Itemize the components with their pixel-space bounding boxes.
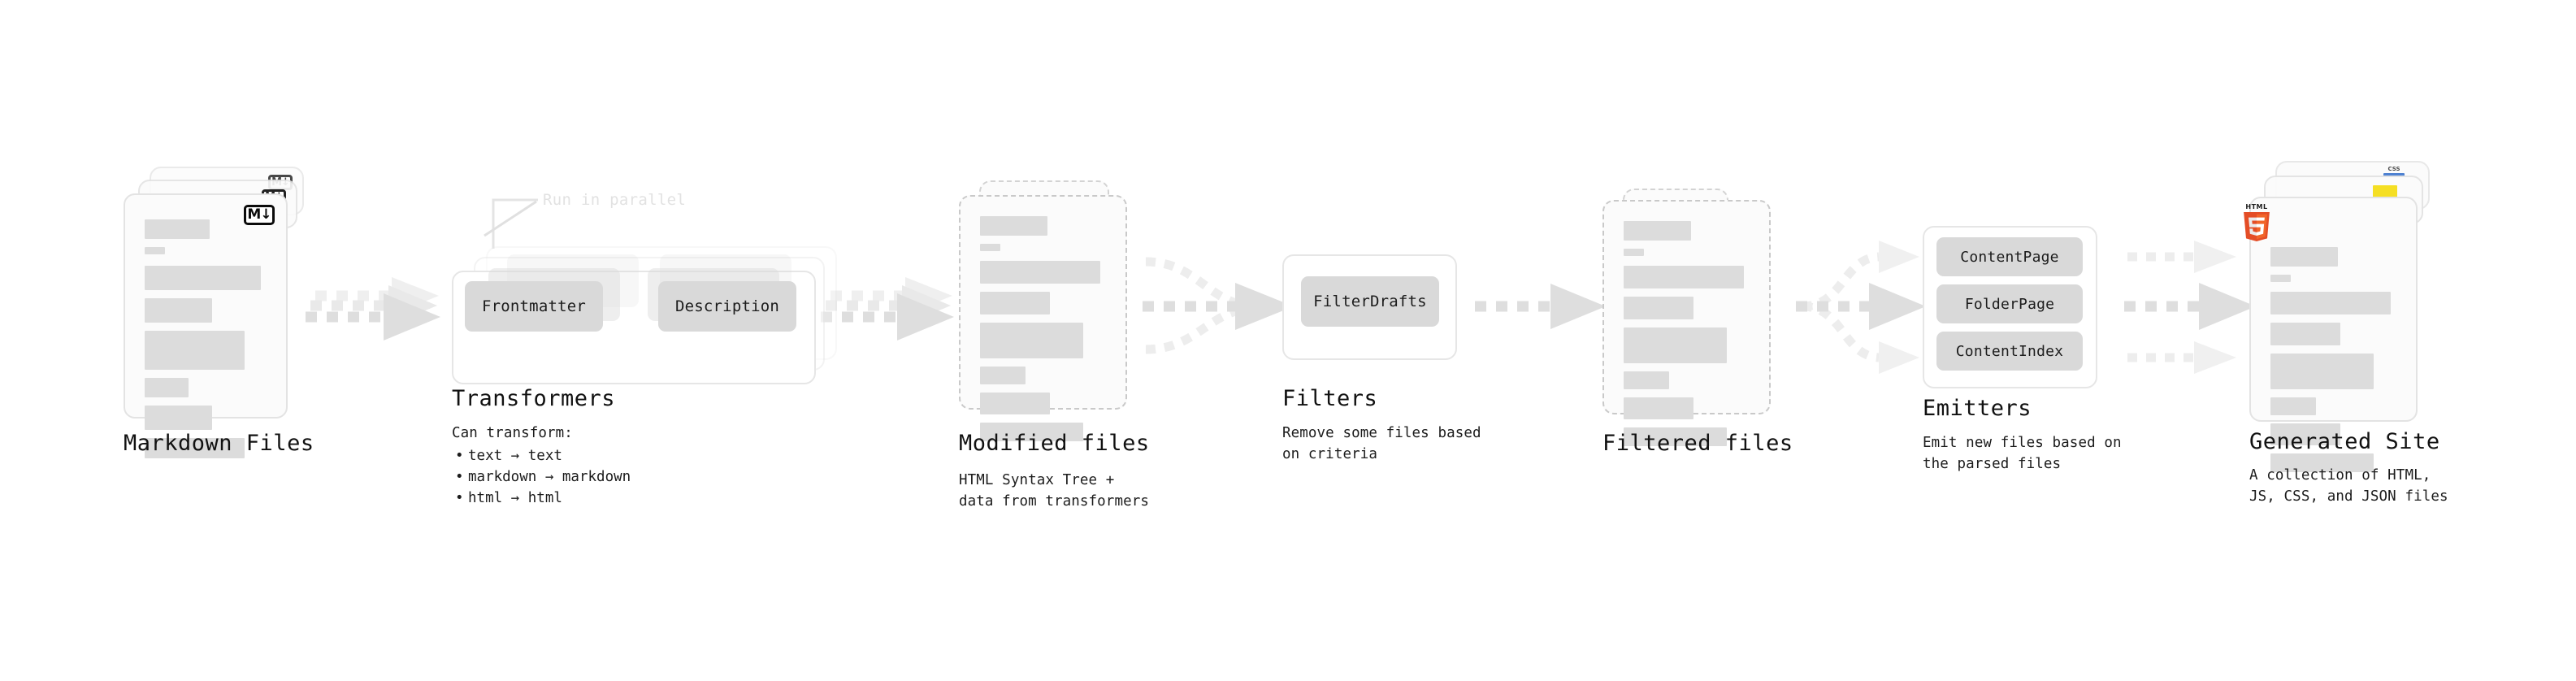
caption-filters: Filters [1282, 386, 1378, 411]
connector-filtered-to-emitters [1796, 241, 1926, 374]
connector-markdown-to-transformers [306, 277, 440, 340]
emitters-sub-line-2: the parsed files [1923, 456, 2062, 472]
filtered-doc-skeleton [1624, 221, 1753, 454]
pill-description[interactable]: Description [658, 281, 796, 332]
transform-item: •text → text [455, 448, 562, 464]
skeleton-bar [980, 292, 1050, 314]
skeleton-bar [2270, 275, 2292, 282]
stage-filtered-files [1602, 189, 1789, 446]
modified-files-sub-line-2: data from transformers [959, 493, 1149, 510]
skeleton-bar [1624, 249, 1645, 256]
skeleton-bar [1624, 397, 1693, 419]
skeleton-bar [145, 438, 245, 458]
pill-frontmatter[interactable]: Frontmatter [465, 281, 603, 332]
skeleton-bar [2270, 323, 2340, 345]
modified-doc-skeleton [980, 216, 1109, 449]
modified-doc-front [959, 195, 1127, 441]
html5-icon: HTML [2240, 204, 2274, 243]
skeleton-bar [145, 298, 213, 323]
skeleton-bar [980, 216, 1047, 236]
stage-markdown-files: M↓ M↓ M↓ [124, 167, 310, 458]
javascript-icon [2373, 185, 2397, 200]
css-label: CSS [2387, 166, 2400, 172]
markdown-icon: M↓ [244, 205, 275, 225]
pill-contentindex[interactable]: ContentIndex [1936, 332, 2083, 371]
caption-markdown-files: Markdown Files [124, 431, 314, 456]
caption-filtered-files: Filtered files [1602, 431, 1793, 456]
modified-files-sub-line-1: HTML Syntax Tree + [959, 472, 1115, 488]
css3-icon: CSS [2383, 167, 2405, 176]
skeleton-bar [2270, 453, 2374, 472]
skeleton-bar [2270, 354, 2374, 389]
skeleton-bar [2270, 292, 2391, 314]
generated-site-sub-line-2: JS, CSS, and JSON files [2249, 488, 2448, 505]
stage-modified-files [959, 180, 1146, 441]
transformers-sub-intro: Can transform: [452, 425, 573, 441]
filters-sub-line-2: on criteria [1282, 446, 1377, 462]
skeleton-bar [1624, 327, 1728, 363]
filtered-file-stack [1602, 189, 1789, 446]
skeleton-bar [145, 266, 262, 290]
skeleton-bar [980, 423, 1084, 441]
skeleton-bar [980, 393, 1050, 414]
skeleton-bar [1624, 266, 1744, 288]
connector-transformers-to-modified [821, 277, 954, 340]
skeleton-bar [145, 331, 245, 370]
html5-shield-icon [2244, 212, 2270, 241]
skeleton-bar [2270, 397, 2316, 415]
caption-generated-site: Generated Site [2249, 429, 2440, 454]
pill-filterdrafts[interactable]: FilterDrafts [1301, 276, 1439, 327]
skeleton-bar [1624, 221, 1691, 241]
modified-file-stack [959, 180, 1146, 441]
html5-label: HTML [2245, 203, 2268, 210]
transform-item: •markdown → markdown [455, 469, 631, 485]
transform-item: •html → html [455, 490, 562, 506]
pill-folderpage[interactable]: FolderPage [1936, 284, 2083, 323]
skeleton-bar [1624, 297, 1693, 319]
generated-doc-html: HTML [2244, 197, 2418, 472]
generated-doc-skeleton [2270, 247, 2400, 480]
skeleton-bar [2270, 423, 2340, 445]
emitters-sub-line-1: Emit new files based on [1923, 435, 2122, 451]
skeleton-bar [1624, 427, 1728, 446]
caption-transformers: Transformers [452, 386, 616, 411]
skeleton-bar [1624, 371, 1669, 389]
connector-modified-to-filters [1143, 257, 1294, 354]
stage-generated-site: CSS HTML [2244, 161, 2436, 472]
skeleton-bar [145, 378, 189, 397]
caption-emitters: Emitters [1923, 396, 2032, 421]
css-underline [2383, 173, 2405, 176]
skeleton-bar [980, 244, 1001, 251]
skeleton-bar [145, 406, 213, 430]
run-in-parallel-leader [484, 198, 538, 249]
transformers-transform-list: •text → text •markdown → markdown •html … [455, 445, 631, 509]
markdown-file-stack: M↓ M↓ M↓ [124, 167, 310, 458]
filtered-doc-front [1602, 200, 1771, 446]
markdown-doc-front: M↓ [124, 193, 288, 458]
skeleton-bar [145, 247, 165, 254]
skeleton-bar [2270, 247, 2338, 267]
skeleton-bar [980, 367, 1026, 384]
skeleton-bar [145, 219, 210, 239]
pill-contentpage[interactable]: ContentPage [1936, 237, 2083, 276]
skeleton-bar [980, 261, 1100, 284]
caption-modified-files: Modified files [959, 431, 1150, 456]
connector-emitters-to-generated [2124, 241, 2256, 374]
run-in-parallel-label: Run in parallel [543, 191, 687, 209]
filters-sub-line-1: Remove some files based [1282, 425, 1481, 441]
connector-filters-to-filtered [1475, 284, 1606, 329]
generated-site-sub-line-1: A collection of HTML, [2249, 467, 2431, 484]
skeleton-bar [980, 323, 1084, 358]
markdown-doc-skeleton [145, 219, 270, 466]
generated-file-stack: CSS HTML [2244, 161, 2436, 472]
